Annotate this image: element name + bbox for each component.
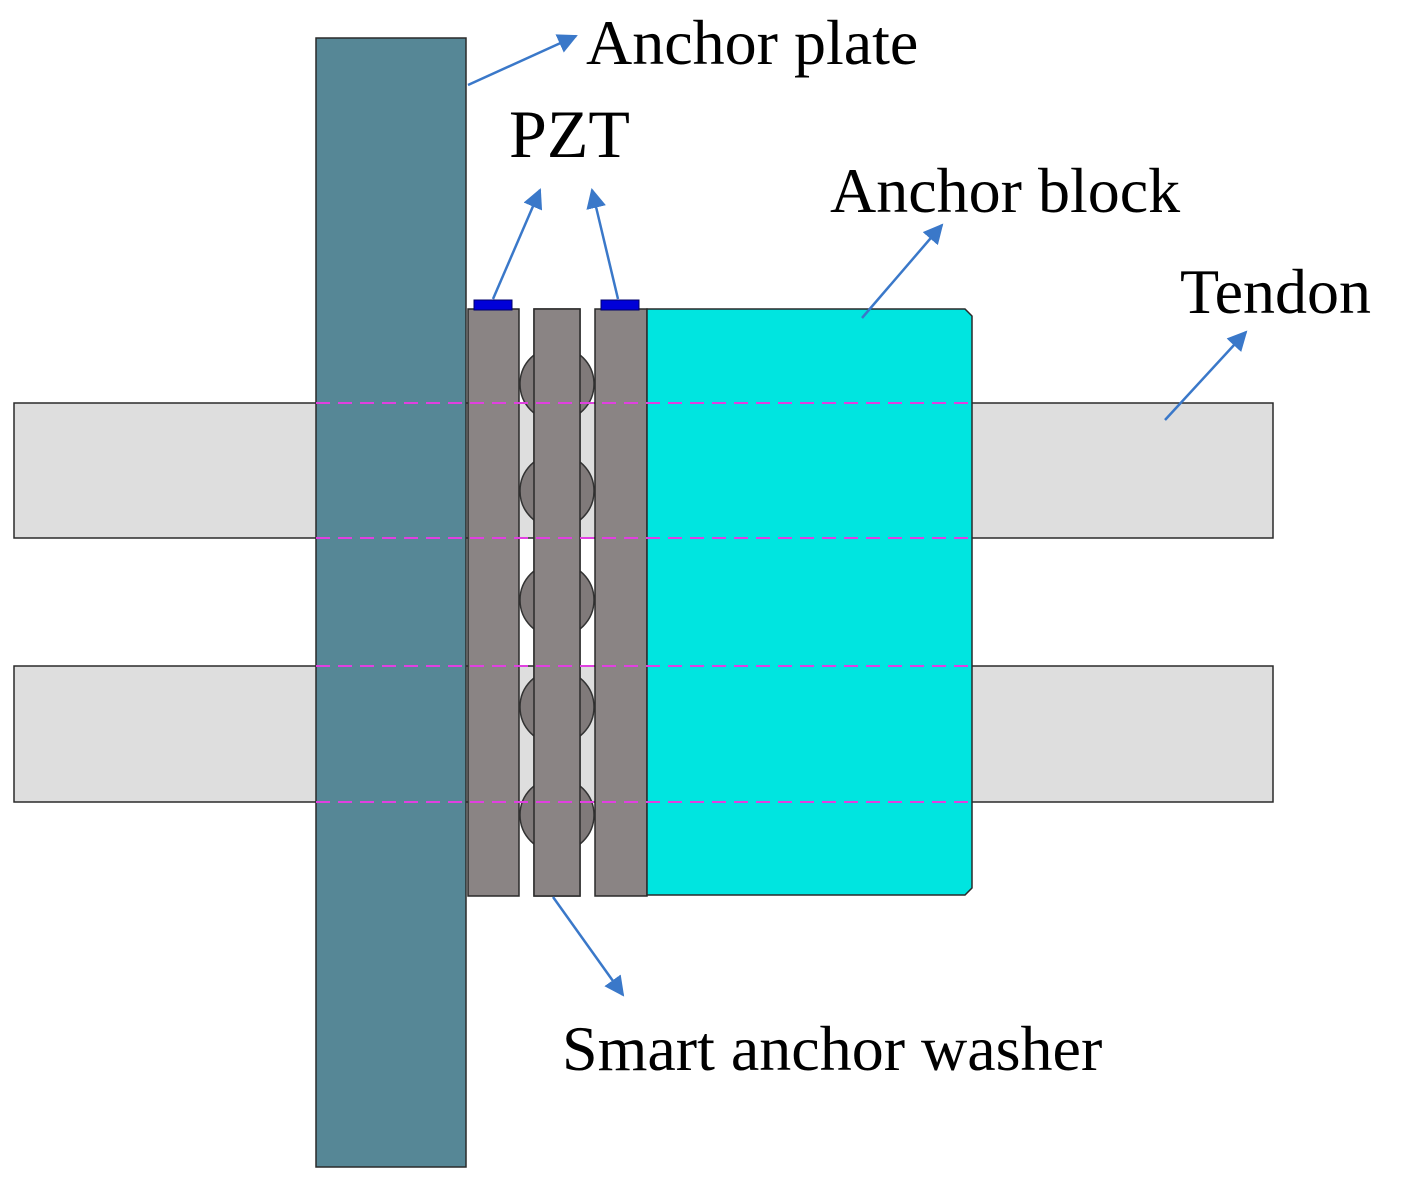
pzt-patch-right [600,299,640,311]
arrow-anchor-block [861,223,944,319]
washer-plate-middle-front [533,308,581,897]
arrow-pzt-right [586,188,620,300]
label-anchor-block: Anchor block [830,155,1180,226]
anchor-block [646,308,973,896]
arrow-anchor-plate [467,34,578,87]
label-anchor-plate: Anchor plate [586,7,918,78]
anchor-plate [315,37,467,1168]
arrow-tendon [1164,330,1248,421]
label-pzt: PZT [509,96,630,172]
label-smart-anchor-washer: Smart anchor washer [562,1013,1102,1084]
washer-plate-right [594,308,648,897]
label-tendon: Tendon [1180,256,1371,327]
pzt-patch-left [473,299,513,311]
arrow-smart-anchor-washer [551,896,625,997]
washer-plate-left [467,308,520,897]
arrow-pzt-left [491,188,543,300]
